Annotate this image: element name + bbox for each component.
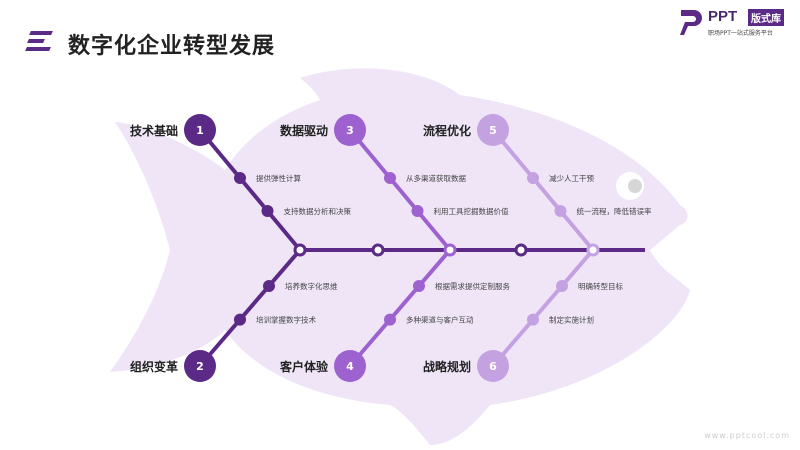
branch-dot bbox=[413, 279, 425, 292]
branch-item-text: 培养数字化思维 bbox=[285, 281, 338, 291]
branch-item-text: 利用工具挖掘数据价值 bbox=[434, 206, 509, 216]
branch-number-circle bbox=[477, 350, 509, 382]
branch-dot bbox=[556, 279, 568, 292]
branch-number-circle bbox=[184, 350, 216, 382]
spine-joint bbox=[443, 243, 457, 257]
fish-eye-icon bbox=[616, 172, 644, 200]
title-icon bbox=[25, 31, 56, 51]
branch-dot bbox=[384, 313, 396, 326]
watermark: www.pptcool.com bbox=[704, 431, 790, 440]
branch-line bbox=[198, 128, 302, 252]
logo-badge: 版式库 bbox=[748, 9, 784, 26]
branch-dot bbox=[234, 313, 246, 326]
branch-label: 战略规划 bbox=[423, 359, 471, 374]
branch-number-circle bbox=[334, 350, 366, 382]
spine-joint bbox=[514, 243, 528, 257]
branch-item-text: 多种渠道与客户互动 bbox=[406, 315, 474, 325]
branch-dot bbox=[527, 313, 539, 326]
branch-label: 流程优化 bbox=[423, 123, 471, 138]
branch-line bbox=[348, 128, 452, 252]
branch-item-text: 统一流程，降低错误率 bbox=[577, 206, 652, 216]
branch-item-text: 制定实施计划 bbox=[549, 315, 594, 325]
branch-number-circle bbox=[477, 114, 509, 146]
branch-item-text: 根据需求提供定制服务 bbox=[435, 281, 510, 291]
branch-number: 5 bbox=[489, 124, 497, 137]
branch-dot bbox=[527, 172, 539, 184]
branch-item-text: 支持数据分析和决策 bbox=[284, 206, 352, 216]
page-title: 数字化企业转型发展 bbox=[68, 34, 276, 59]
logo-tagline: 职场PPT一站式服务平台 bbox=[708, 30, 773, 37]
branch-item-text: 明确转型目标 bbox=[578, 281, 623, 291]
logo: PPT 版式库 职场PPT一站式服务平台 bbox=[678, 8, 793, 38]
branch-number-circle bbox=[184, 114, 216, 146]
branch-number: 4 bbox=[346, 360, 354, 373]
branch-item-text: 从多渠道获取数据 bbox=[406, 173, 466, 183]
branch-line bbox=[348, 248, 452, 368]
branch-item-text: 减少人工干预 bbox=[549, 173, 594, 183]
branch-line bbox=[491, 128, 595, 252]
branch-number: 6 bbox=[489, 360, 497, 373]
branch-number: 2 bbox=[196, 360, 204, 373]
branch-item-text: 提供弹性计算 bbox=[256, 173, 301, 183]
fish-body bbox=[110, 68, 690, 446]
spine-joint bbox=[371, 243, 385, 257]
branch-dot bbox=[263, 279, 275, 292]
branch-dot bbox=[411, 205, 424, 217]
logo-p-icon bbox=[680, 10, 702, 35]
logo-name: PPT bbox=[708, 8, 738, 25]
branch-line bbox=[491, 248, 595, 368]
branch-line bbox=[198, 248, 302, 368]
branch-label: 客户体验 bbox=[279, 359, 329, 374]
branch-label: 组织变革 bbox=[130, 359, 178, 374]
spine-joint bbox=[293, 243, 307, 257]
branch-label: 技术基础 bbox=[130, 123, 178, 138]
branch-number: 1 bbox=[196, 124, 204, 137]
branch-number-circle bbox=[334, 114, 366, 146]
branch-dot bbox=[384, 172, 396, 184]
branch-label: 数据驱动 bbox=[280, 123, 328, 138]
branch-item-text: 培训掌握数字技术 bbox=[256, 315, 316, 325]
spine-joint bbox=[586, 243, 600, 257]
branch-dot bbox=[261, 205, 274, 217]
branch-dot bbox=[554, 205, 567, 217]
branch-dot bbox=[234, 172, 246, 184]
branch-number: 3 bbox=[346, 124, 354, 137]
